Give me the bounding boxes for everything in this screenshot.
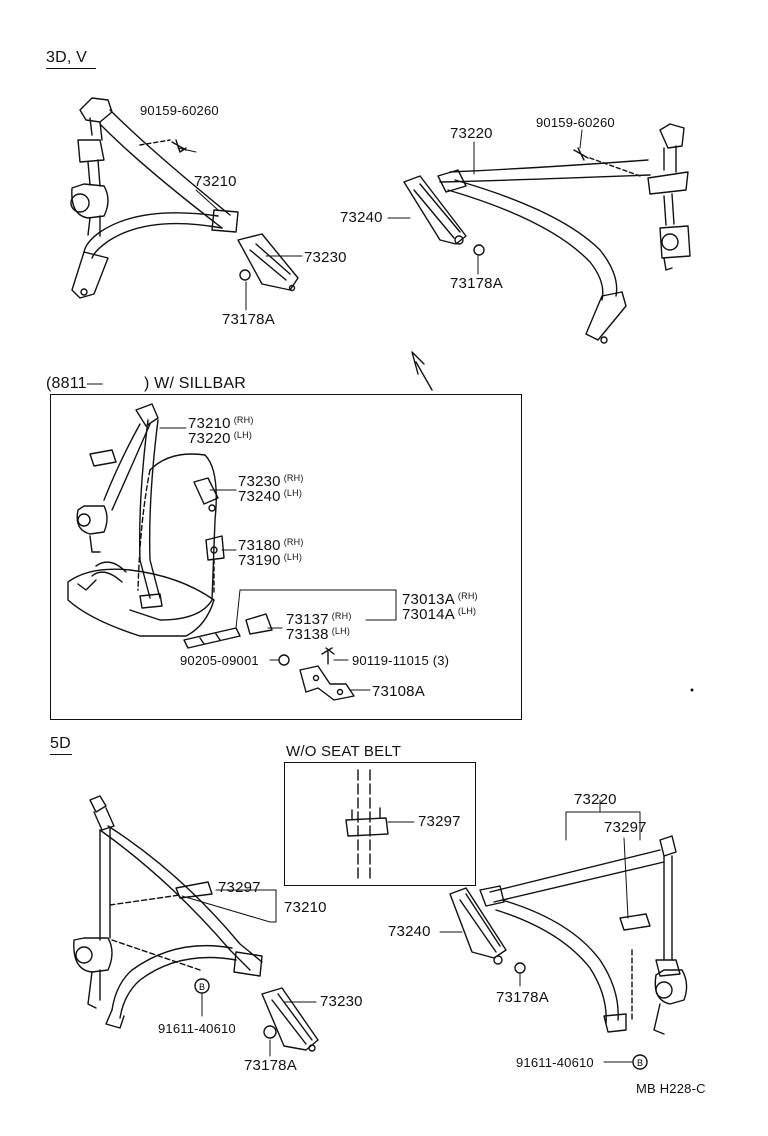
label-73180-rh: 73180(RH) (238, 537, 304, 554)
section-5d-underline (50, 754, 72, 755)
label-73138-lh: 73138(LH) (286, 626, 351, 643)
label-91611-right: 91611-40610 (516, 1055, 594, 1070)
bottom-left-belt-assembly (74, 796, 318, 1056)
label-73108a: 73108A (372, 683, 425, 700)
b-mark-left: B (199, 982, 205, 992)
label-73210-rh: 73210(RH) (188, 415, 254, 432)
label-73220-top: 73220 (450, 125, 493, 142)
label-73178a-bottom-right: 73178A (496, 989, 549, 1006)
label-73297-left: 73297 (218, 879, 261, 896)
label-73210-bottom: 73210 (284, 899, 327, 916)
wo-seat-belt-frame (284, 762, 476, 886)
label-90205-09001: 90205-09001 (180, 653, 259, 668)
label-73178a-top-left: 73178A (222, 311, 275, 328)
wo-seat-belt-inset (346, 770, 414, 880)
section-sillbar-right: ) W/ SILLBAR (144, 375, 246, 392)
label-73220-bottom: 73220 (574, 791, 617, 808)
label-73240-lh: 73240(LH) (238, 488, 303, 505)
sillbar-frame (50, 394, 522, 720)
label-73240-bottom: 73240 (388, 923, 431, 940)
label-73240-top: 73240 (340, 209, 383, 226)
diagram-code: MB H228-C (636, 1081, 706, 1096)
label-73178a-bottom-left: 73178A (244, 1057, 297, 1074)
label-90119-11015: 90119-11015 (3) (352, 653, 450, 668)
section-3d-v: 3D, V (46, 49, 88, 66)
label-73297-inset: 73297 (418, 813, 461, 830)
label-73297-right: 73297 (604, 819, 647, 836)
label-73220-lh: 73220(LH) (188, 430, 253, 447)
top-left-belt-assembly (71, 98, 302, 310)
label-73178a-top-right: 73178A (450, 275, 503, 292)
section-5d: 5D (50, 735, 71, 752)
sillbar-assembly (68, 404, 396, 700)
label-73013a-rh: 73013A(RH) (402, 591, 478, 608)
label-91611-left: 91611-40610 (158, 1021, 236, 1036)
label-bolt-left: 90159-60260 (140, 103, 219, 118)
top-right-belt-assembly (388, 124, 690, 390)
label-bolt-right: 90159-60260 (536, 115, 615, 130)
label-73230-top: 73230 (304, 249, 347, 266)
bottom-right-belt-assembly (440, 800, 687, 1069)
label-73230-bottom: 73230 (320, 993, 363, 1010)
section-wo-seat-belt: W/O SEAT BELT (286, 743, 402, 760)
section-3d-v-underline (46, 68, 96, 69)
label-73014a-lh: 73014A(LH) (402, 606, 477, 623)
label-73190-lh: 73190(LH) (238, 552, 303, 569)
label-73210-top: 73210 (194, 173, 237, 190)
label-73230-rh: 73230(RH) (238, 473, 304, 490)
label-73137-rh: 73137(RH) (286, 611, 352, 628)
b-mark-right: B (637, 1058, 643, 1068)
section-sillbar-left: (8811— (46, 375, 103, 392)
